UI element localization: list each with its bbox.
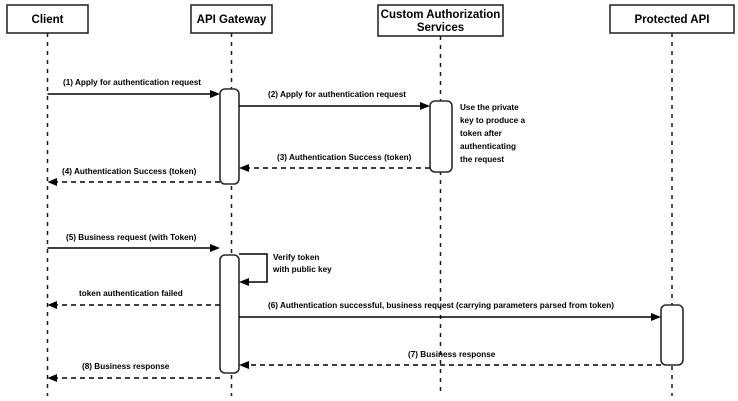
message-4-label: (4) Authentication Success (token) [62, 167, 197, 176]
note-private-key-line-3: token after [460, 129, 503, 138]
message-3-arrowhead [239, 164, 249, 172]
participant-box-api-gateway[interactable] [190, 4, 273, 34]
message-self-verify-token-label-line2: with public key [272, 265, 332, 274]
participant-label-client: Client [32, 14, 64, 26]
message-5-arrowhead [210, 244, 220, 252]
activation-bar-api-gateway-business[interactable] [219, 254, 240, 374]
message-5[interactable]: (5) Business request (with Token) [47, 233, 221, 252]
message-4[interactable]: (4) Authentication Success (token) [47, 167, 221, 186]
message-4-arrowhead [47, 178, 57, 186]
activation-bar-custom-auth[interactable] [429, 100, 453, 173]
note-private-key-line-4: authenticating [460, 142, 516, 151]
message-2[interactable]: (2) Apply for authentication request [239, 90, 430, 110]
message-8-arrowhead [47, 374, 57, 382]
activation-bar-api-gateway-auth[interactable] [219, 88, 240, 185]
note-private-key: Use the private key to produce a token a… [460, 103, 526, 164]
message-2-label: (2) Apply for authentication request [268, 90, 406, 99]
message-7[interactable]: (7) Business response [239, 350, 661, 369]
activation-bar-protected-api[interactable] [660, 304, 684, 366]
message-1-arrowhead [210, 90, 220, 98]
message-8[interactable]: (8) Business response [47, 362, 221, 382]
message-1-label: (1) Apply for authentication request [63, 78, 201, 87]
participant-box-protected-api[interactable] [609, 4, 735, 34]
participant-label-custom-auth-line1: Custom Authorization [381, 9, 501, 21]
message-6-label: (6) Authentication successful, business … [268, 301, 614, 310]
activations-group [219, 88, 684, 374]
message-8-label: (8) Business response [82, 362, 170, 371]
message-token-auth-failed-arrowhead [47, 301, 57, 309]
note-private-key-line-5: the request [460, 155, 504, 164]
message-3-label: (3) Authentication Success (token) [277, 153, 412, 162]
participant-label-api-gateway: API Gateway [197, 14, 267, 26]
message-self-verify-token-label-line1: Verify token [273, 253, 319, 262]
participant-client[interactable]: Client [6, 4, 89, 34]
message-7-label: (7) Business response [408, 350, 496, 359]
participant-label-custom-auth-line2: Services [417, 22, 464, 34]
note-private-key-line-2: key to produce a [460, 116, 526, 125]
participant-box-client[interactable] [6, 4, 89, 34]
message-self-verify-token[interactable]: Verify token with public key [239, 253, 332, 286]
message-5-label: (5) Business request (with Token) [66, 233, 197, 242]
message-7-arrowhead [239, 361, 249, 369]
message-self-verify-token-line [239, 253, 268, 283]
message-2-arrowhead [420, 102, 430, 110]
participant-box-custom-auth[interactable] [377, 4, 504, 37]
message-6-arrowhead [651, 313, 661, 321]
message-token-auth-failed-label: token authentication failed [79, 289, 183, 298]
participant-protected-api[interactable]: Protected API [609, 4, 735, 34]
participant-api-gateway[interactable]: API Gateway [190, 4, 273, 34]
participant-custom-auth[interactable]: Custom Authorization Services [377, 4, 504, 37]
message-6[interactable]: (6) Authentication successful, business … [239, 301, 661, 321]
participant-label-protected-api: Protected API [635, 14, 710, 26]
note-private-key-line-1: Use the private [460, 103, 519, 112]
message-token-auth-failed[interactable]: token authentication failed [47, 289, 221, 309]
message-self-verify-token-arrowhead [239, 278, 249, 286]
lifelines-group [46, 33, 673, 396]
message-3[interactable]: (3) Authentication Success (token) [239, 153, 430, 172]
message-1[interactable]: (1) Apply for authentication request [47, 78, 221, 98]
